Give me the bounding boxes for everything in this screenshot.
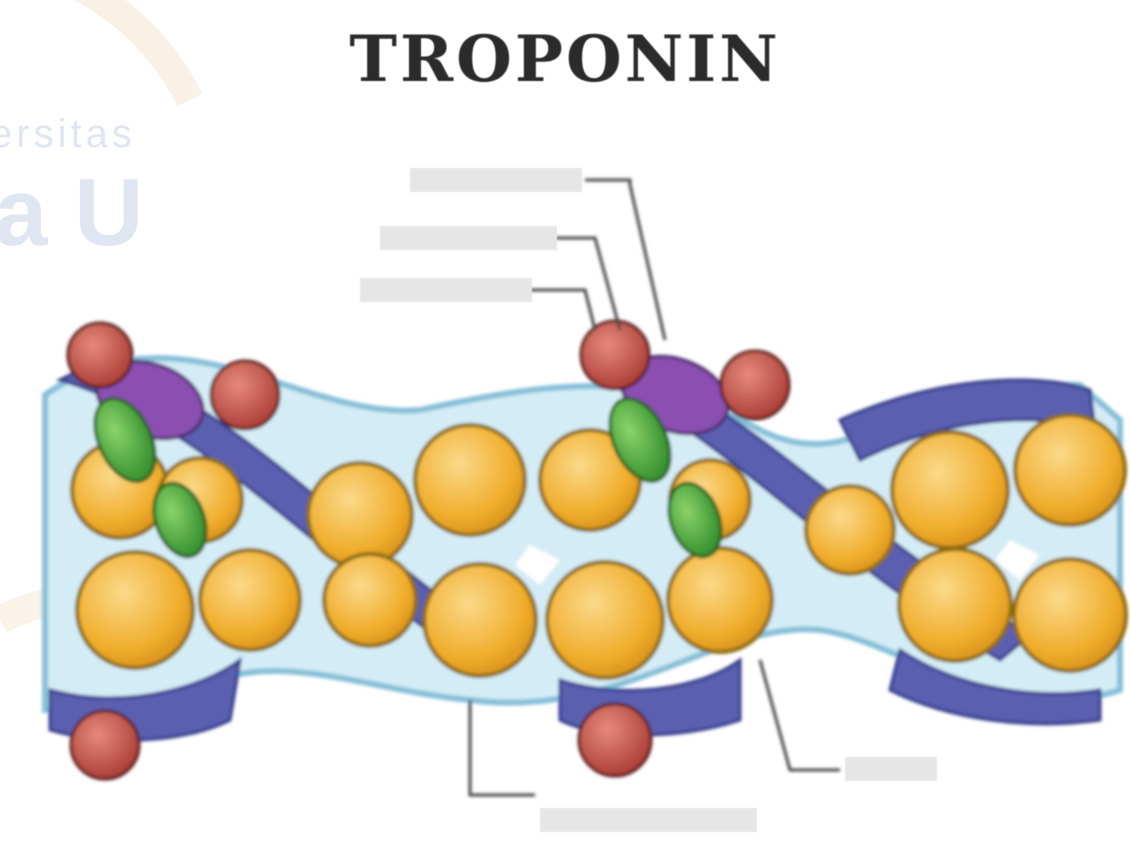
label-tropomyosin <box>540 808 757 832</box>
label-troponin-i <box>360 278 532 302</box>
label-troponin-t <box>380 226 557 250</box>
label-troponin-c <box>410 168 582 192</box>
label-actin <box>845 757 937 781</box>
